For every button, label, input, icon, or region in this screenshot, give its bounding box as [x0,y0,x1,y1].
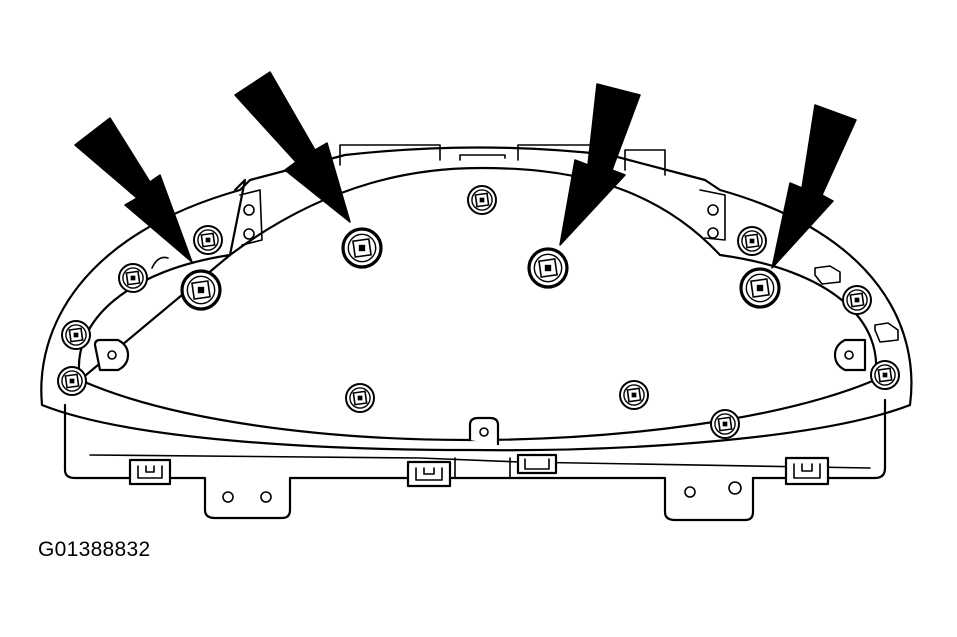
outer-housing [40,144,913,452]
screw-boss [193,225,223,255]
inner-lens [77,166,878,442]
screw-boss [710,409,740,439]
mounting-screw [527,247,569,289]
small-holes [151,204,742,503]
mounting-screw [341,227,383,269]
screw-boss [61,320,91,350]
callout-arrow-2 [234,71,351,223]
callout-arrow-1 [74,117,193,263]
mounting-screw [180,269,222,311]
screw-boss [118,263,148,293]
screw-boss [870,360,900,390]
screw-bosses [57,185,900,439]
figure-id-label: G01388832 [38,538,151,561]
lower-frame [63,398,887,522]
mounting-screw [739,267,781,309]
callout-arrow-4 [771,104,857,269]
screw-boss [345,383,375,413]
mounting-tabs [93,265,899,445]
screw-boss [467,185,497,215]
callout-arrows [74,71,857,269]
connector-clips [128,453,830,488]
screw-boss [619,380,649,410]
screw-boss [57,366,87,396]
screw-boss [842,285,872,315]
screw-boss [737,226,767,256]
callout-arrow-3 [559,83,641,246]
